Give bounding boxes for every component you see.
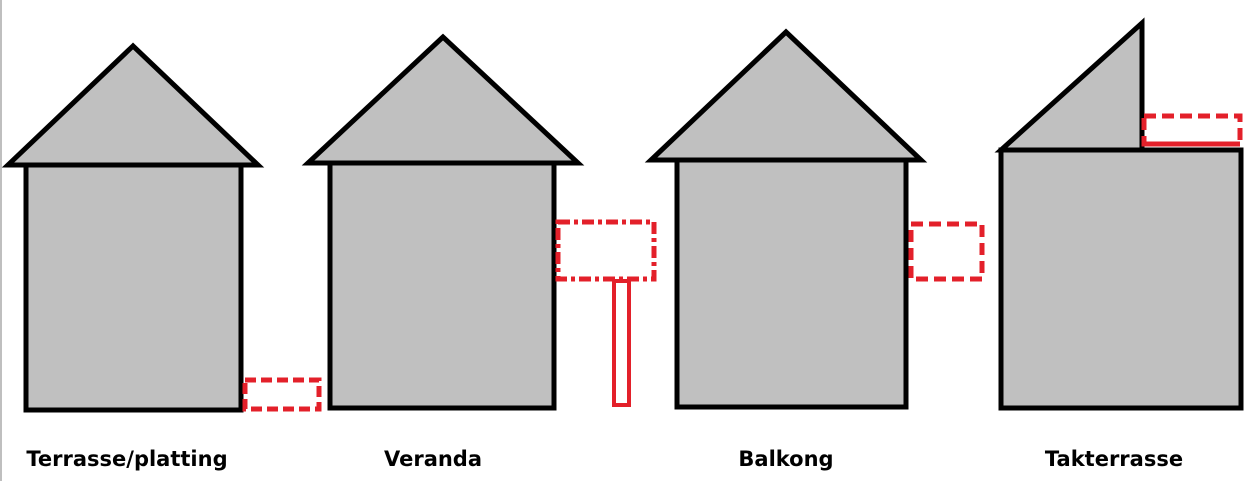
caption-terrasse: Terrasse/platting <box>26 447 228 471</box>
body-veranda <box>327 160 557 411</box>
caption-takterrasse: Takterrasse <box>1044 447 1184 471</box>
takterrasse-marker <box>1141 113 1243 147</box>
roof-takterrasse <box>994 17 1145 153</box>
roof-terrasse <box>1 42 265 168</box>
balkong-marker <box>908 221 985 282</box>
house-terrasse <box>1 42 322 413</box>
caption-veranda: Veranda <box>383 447 483 471</box>
house-veranda <box>301 33 657 411</box>
house-balkong <box>644 28 985 410</box>
body-terrasse <box>23 162 244 413</box>
roof-veranda <box>301 33 585 166</box>
house-takterrasse <box>994 17 1244 411</box>
terrasse-marker <box>242 377 322 412</box>
left-border <box>0 0 2 481</box>
roof-balkong <box>644 28 928 163</box>
veranda-marker <box>555 219 657 282</box>
body-balkong <box>674 157 909 410</box>
veranda-post <box>612 279 631 407</box>
caption-balkong: Balkong <box>738 447 834 471</box>
body-takterrasse <box>998 147 1244 411</box>
